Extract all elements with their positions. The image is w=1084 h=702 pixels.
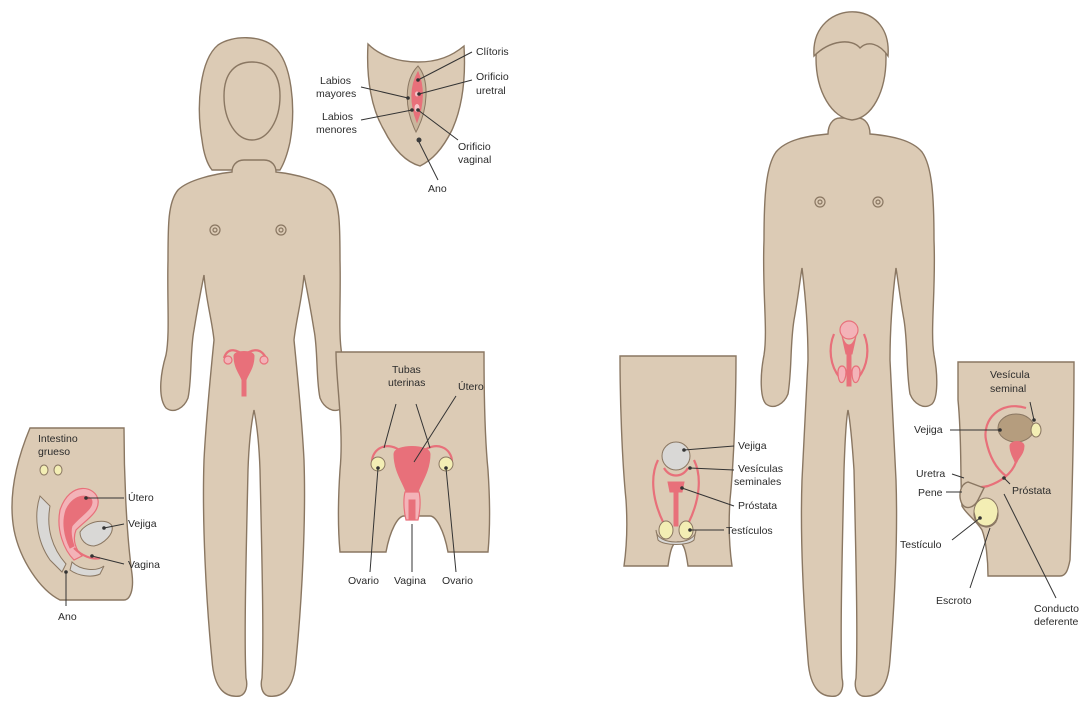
label-labios-menores-1: Labios [322,111,353,123]
label-labios-mayores-2: mayores [316,88,356,100]
label-vagina-side: Vagina [128,559,160,571]
label-labios-menores-2: menores [316,124,357,136]
label-uretra: Uretra [916,468,945,480]
label-ano-side: Ano [58,611,77,623]
label-orificio-vaginal-1: Orificio [458,141,491,153]
anus-dot [417,138,422,143]
label-vejiga-front-m: Vejiga [738,440,767,452]
label-pene: Pene [918,487,943,499]
label-vesiculas-2: seminales [734,476,781,488]
label-utero-side: Útero [128,491,154,504]
label-ovario-left: Ovario [348,575,379,587]
intestine-coil [40,465,48,475]
label-vesicula-2: seminal [990,383,1026,395]
male-front-inset [620,356,736,566]
male-figure [761,12,937,696]
label-clitoris: Clítoris [476,46,509,58]
female-body [161,160,348,696]
label-prostata-side: Próstata [1012,485,1051,497]
label-ovario-right: Ovario [442,575,473,587]
label-vesiculas-1: Vesículas [738,463,783,475]
label-intestino-2: grueso [38,446,70,458]
female-face [224,62,280,140]
label-tubas-2: uterinas [388,377,425,389]
label-vesicula-1: Vesícula [990,369,1030,381]
female-side-inset [12,428,133,600]
label-orificio-uretral-2: uretral [476,85,506,97]
label-orificio-uretral-1: Orificio [476,71,509,83]
label-vejiga-side-f: Vejiga [128,518,157,530]
label-ano-vulva: Ano [428,183,447,195]
label-intestino-1: Intestino [38,433,78,445]
label-testiculos: Testículos [726,525,773,537]
label-escroto: Escroto [936,595,972,607]
label-vejiga-side-m: Vejiga [914,424,943,436]
female-figure [161,38,348,697]
label-prostata-front: Próstata [738,500,777,512]
male-body [761,118,937,696]
label-vagina-front: Vagina [394,575,426,587]
label-utero-front: Útero [458,380,484,393]
vulva-inset [368,44,465,166]
label-tubas-1: Tubas [392,364,421,376]
label-orificio-vaginal-2: vaginal [458,154,491,166]
label-testiculo: Testículo [900,539,942,551]
label-conducto-2: deferente [1034,616,1079,628]
label-labios-mayores-1: Labios [320,75,351,87]
label-conducto-1: Conducto [1034,603,1079,615]
